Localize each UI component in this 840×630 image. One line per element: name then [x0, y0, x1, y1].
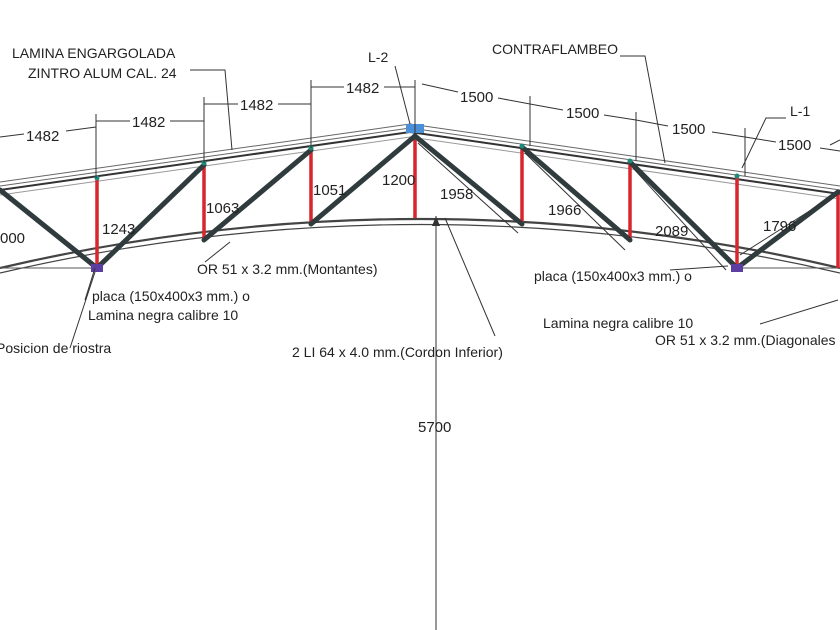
diagonal-1 — [0, 187, 100, 271]
placa-right-line1: placa (150x400x3 mm.) o — [534, 268, 692, 284]
height-dim-3: 1051 — [313, 182, 346, 199]
cordon-inferior-label: 2 LI 64 x 4.0 mm.(Cordon Inferior) — [292, 344, 503, 360]
diag-dim-2089: 2089 — [655, 223, 688, 240]
posicion-riostra-label: Posicion de riostra — [0, 340, 111, 356]
height-dim-0: 000 — [0, 230, 25, 247]
placa-right-line2: Lamina negra calibre 10 — [543, 315, 693, 331]
l1-label: L-1 — [790, 103, 810, 119]
diag-dim-1796: 1796 — [763, 218, 796, 235]
top-dim-2: 1482 — [132, 114, 165, 131]
height-dim-2: 1063 — [206, 200, 239, 217]
gusset-plates — [91, 124, 743, 272]
top-dim-7: 1500 — [672, 121, 705, 138]
placa-left-line1: placa (150x400x3 mm.) o — [92, 288, 250, 304]
diagonal-8 — [734, 189, 840, 271]
top-dim-6: 1500 — [566, 105, 599, 122]
diagonales-label: OR 51 x 3.2 mm.(Diagonales — [655, 332, 836, 348]
diagonal-dimension-lines — [417, 142, 831, 271]
diagonal-5 — [412, 133, 525, 227]
diagonal-7 — [627, 159, 740, 271]
diagonal-6 — [519, 144, 633, 243]
lamina-label-line2: ZINTRO ALUM CAL. 24 — [28, 65, 177, 81]
top-dimension-chain — [0, 80, 840, 178]
diagonal-3 — [201, 147, 314, 243]
vertical-members — [95, 136, 840, 268]
top-dim-5: 1500 — [460, 89, 493, 106]
total-height-dim: 5700 — [418, 419, 451, 436]
diag-dim-1966: 1966 — [548, 202, 581, 219]
height-dimension — [432, 216, 440, 630]
top-dim-1: 1482 — [26, 128, 59, 145]
l2-label: L-2 — [368, 49, 388, 65]
plate-left — [91, 264, 103, 272]
diagonal-4 — [308, 133, 418, 227]
placa-left-line2: Lamina negra calibre 10 — [88, 307, 238, 323]
height-dim-1: 1243 — [102, 221, 135, 238]
lamina-label-line1: LAMINA ENGARGOLADA — [12, 45, 176, 61]
plate-right — [731, 264, 743, 272]
contraflambeo-label: CONTRAFLAMBEO — [492, 41, 618, 57]
top-dim-4: 1482 — [346, 80, 379, 97]
diagonal-2 — [94, 162, 207, 271]
top-dim-3: 1482 — [240, 97, 273, 114]
leader-lines — [69, 55, 840, 349]
height-dim-4: 1200 — [382, 172, 415, 189]
top-dim-8: 1500 — [778, 137, 811, 154]
roof-sheet — [0, 123, 840, 200]
montantes-label: OR 51 x 3.2 mm.(Montantes) — [197, 261, 378, 277]
diagonal-members — [0, 133, 840, 271]
diag-dim-1958: 1958 — [440, 186, 473, 203]
